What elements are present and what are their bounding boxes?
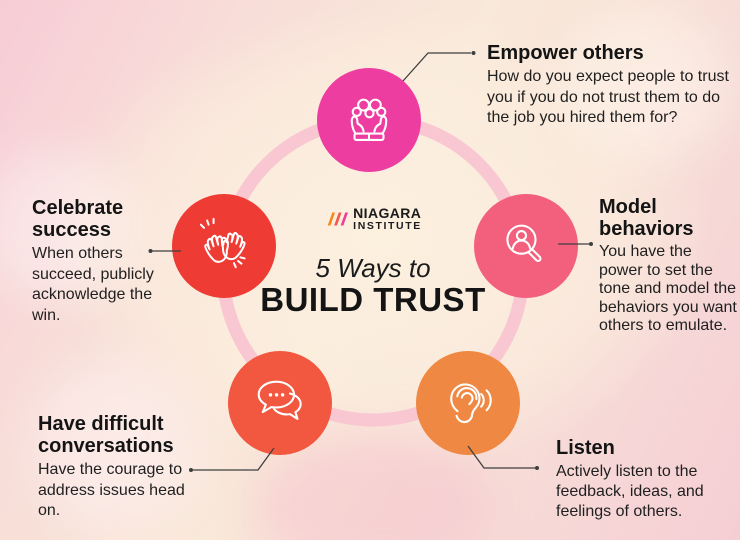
node-difficult-conversations	[228, 351, 332, 455]
empower-heading: Empower others	[487, 42, 644, 64]
model-heading: Model behaviors	[599, 196, 694, 240]
listen-body: Actively listen to the feedback, ideas, …	[556, 463, 704, 520]
textblock-listen: Listen Actively listen to the feedback, …	[556, 437, 738, 522]
node-empower-others	[317, 68, 421, 172]
ear-sound-waves-icon	[450, 383, 492, 424]
connector-dot	[535, 466, 539, 470]
conversations-body: Have the courage to address issues head …	[38, 461, 185, 519]
connector-empower	[402, 52, 471, 82]
celebrate-body: When others succeed, publicly acknowledg…	[32, 245, 154, 324]
title-pre: 5 Ways to	[315, 253, 431, 283]
niagara-institute-logo: NIAGARA INSTITUTE	[253, 206, 493, 232]
logo-wordmark: NIAGARA INSTITUTE	[353, 206, 422, 232]
center-title-block: NIAGARA INSTITUTE 5 Ways to BUILD TRUST	[253, 206, 493, 318]
logo-line-1: NIAGARA	[353, 205, 422, 221]
logo-stripes-icon	[327, 212, 349, 226]
speech-bubbles-icon	[257, 380, 302, 420]
conversations-heading: Have difficult conversations	[38, 413, 174, 457]
model-body: You have the power to set the tone and m…	[599, 243, 737, 334]
logo-line-2: INSTITUTE	[353, 220, 422, 232]
clapping-hands-icon	[199, 217, 246, 269]
textblock-model-behaviors: Model behaviors You have the power to se…	[599, 196, 739, 336]
hands-holding-people-icon	[350, 98, 388, 141]
celebrate-heading: Celebrate success	[32, 197, 124, 241]
magnifier-person-icon	[506, 224, 542, 262]
connector-dot	[471, 51, 476, 55]
textblock-celebrate-success: Celebrate success When others succeed, p…	[32, 197, 184, 326]
connector-dot	[589, 242, 593, 246]
textblock-difficult-conversations: Have difficult conversations Have the co…	[38, 413, 230, 522]
listen-heading: Listen	[556, 437, 615, 459]
page-title: BUILD TRUST	[260, 281, 486, 318]
textblock-empower-others: Empower others How do you expect people …	[487, 42, 732, 129]
node-listen	[416, 351, 520, 455]
empower-body: How do you expect people to trust you if…	[487, 68, 729, 126]
